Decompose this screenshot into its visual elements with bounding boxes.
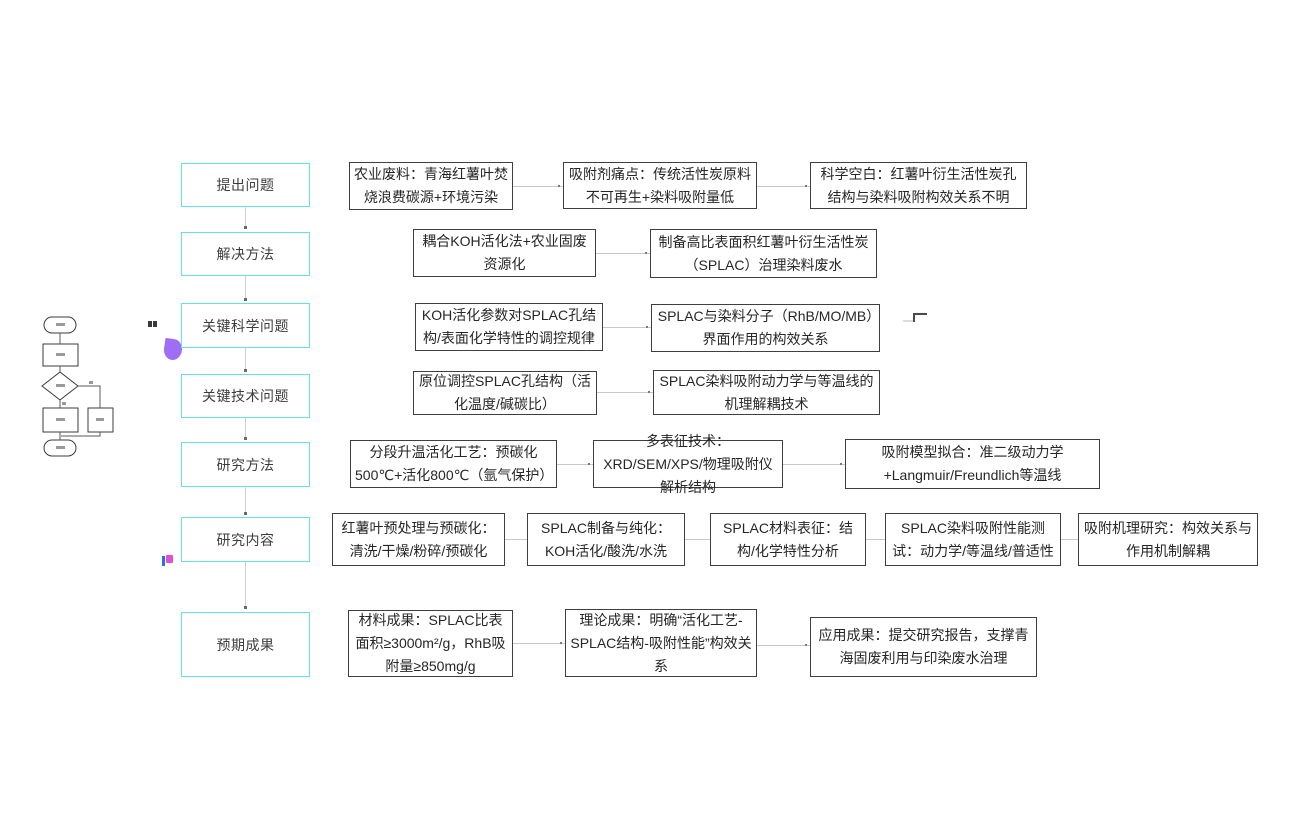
- stage-connector: [245, 207, 246, 228]
- detail-connector-arrow: [645, 252, 647, 254]
- stage-node-key-technology[interactable]: 关键技术问题: [181, 374, 310, 418]
- detail-node[interactable]: 理论成果：明确“活化工艺-SPLAC结构-吸附性能”构效关系: [565, 609, 757, 677]
- detail-node[interactable]: 耦合KOH活化法+农业固废资源化: [413, 229, 596, 277]
- detail-node[interactable]: 吸附模型拟合：准二级动力学+Langmuir/Freundlich等温线: [845, 439, 1100, 489]
- detail-node[interactable]: 原位调控SPLAC孔结构（活化温度/碱碳比）: [413, 371, 597, 415]
- detail-node[interactable]: 红薯叶预处理与预碳化：清洗/干燥/粉碎/预碳化: [332, 513, 505, 566]
- detail-connector-arrow: [646, 326, 648, 328]
- stray-connector-elbow: [913, 313, 927, 315]
- stage-node-research-method[interactable]: 研究方法: [181, 442, 310, 487]
- stage-connector-arrow: [244, 369, 247, 372]
- detail-connector-arrow: [588, 463, 590, 465]
- detail-connector: [513, 643, 565, 644]
- stage-connector-arrow: [244, 226, 247, 229]
- stage-node-expected-results[interactable]: 预期成果: [181, 612, 310, 677]
- detail-node[interactable]: 应用成果：提交研究报告，支撑青海固废利用与印染废水治理: [810, 617, 1037, 677]
- detail-connector: [1061, 539, 1078, 540]
- detail-node[interactable]: SPLAC染料吸附动力学与等温线的机理解耦技术: [653, 370, 880, 415]
- detail-node[interactable]: SPLAC制备与纯化：KOH活化/酸洗/水洗: [527, 513, 685, 566]
- detail-connector: [757, 186, 810, 187]
- stage-connector: [245, 487, 246, 515]
- stage-node-solution[interactable]: 解决方法: [181, 232, 310, 276]
- stage-node-propose-problem[interactable]: 提出问题: [181, 163, 310, 207]
- stage-node-research-content[interactable]: 研究内容: [181, 517, 310, 562]
- detail-connector-arrow: [648, 391, 650, 393]
- detail-node[interactable]: 多表征技术：XRD/SEM/XPS/物理吸附仪解析结构: [593, 433, 783, 495]
- stage-connector-arrow: [244, 437, 247, 440]
- detail-connector: [596, 253, 650, 254]
- detail-connector: [685, 539, 710, 540]
- detail-connector-arrow: [558, 185, 560, 187]
- detail-node[interactable]: SPLAC染料吸附性能测试：动力学/等温线/普适性: [885, 513, 1061, 566]
- detail-connector-arrow: [560, 642, 562, 644]
- detail-connector: [757, 645, 810, 646]
- detail-connector-arrow: [805, 185, 807, 187]
- detail-connector: [557, 464, 593, 465]
- collab-user-label: [148, 321, 157, 327]
- stray-connector-elbow-vertical: [913, 313, 915, 322]
- stage-node-key-science[interactable]: 关键科学问题: [181, 303, 310, 348]
- stage-connector: [245, 348, 246, 372]
- detail-node[interactable]: 吸附机理研究：构效关系与作用机制解耦: [1078, 513, 1258, 566]
- detail-connector: [597, 392, 653, 393]
- stage-connector-arrow: [244, 298, 247, 301]
- detail-connector-arrow: [805, 644, 807, 646]
- detail-connector: [783, 464, 845, 465]
- detail-connector: [866, 539, 885, 540]
- tiny-cursor-badge-pink: [166, 555, 173, 563]
- detail-connector-arrow: [840, 463, 842, 465]
- stray-connector-shadow: [903, 320, 913, 322]
- detail-node[interactable]: 科学空白：红薯叶衍生活性炭孔结构与染料吸附构效关系不明: [810, 162, 1027, 209]
- stage-connector: [245, 276, 246, 301]
- detail-node[interactable]: 分段升温活化工艺：预碳化500℃+活化800℃（氩气保护）: [350, 440, 557, 488]
- detail-node[interactable]: KOH活化参数对SPLAC孔结构/表面化学特性的调控规律: [415, 303, 603, 351]
- stage-connector-arrow: [244, 606, 247, 609]
- stage-connector-arrow: [244, 512, 247, 515]
- detail-node[interactable]: 制备高比表面积红薯叶衍生活性炭（SPLAC）治理染料废水: [650, 229, 877, 278]
- stage-connector: [245, 418, 246, 440]
- detail-connector: [505, 539, 527, 540]
- detail-connector: [513, 186, 563, 187]
- detail-node[interactable]: SPLAC与染料分子（RhB/MO/MB）界面作用的构效关系: [651, 304, 880, 352]
- detail-connector: [603, 327, 651, 328]
- detail-node[interactable]: SPLAC材料表征：结构/化学特性分析: [710, 513, 866, 566]
- detail-node[interactable]: 农业废料：青海红薯叶焚烧浪费碳源+环境污染: [349, 162, 513, 210]
- stage-connector: [245, 562, 246, 609]
- tiny-cursor-badge-blue: [162, 556, 165, 566]
- detail-node[interactable]: 吸附剂痛点：传统活性炭原料不可再生+染料吸附量低: [563, 162, 757, 209]
- detail-node[interactable]: 材料成果：SPLAC比表面积≥3000m²/g，RhB吸附量≥850mg/g: [348, 610, 513, 677]
- mini-flowchart-sketch: [41, 316, 114, 457]
